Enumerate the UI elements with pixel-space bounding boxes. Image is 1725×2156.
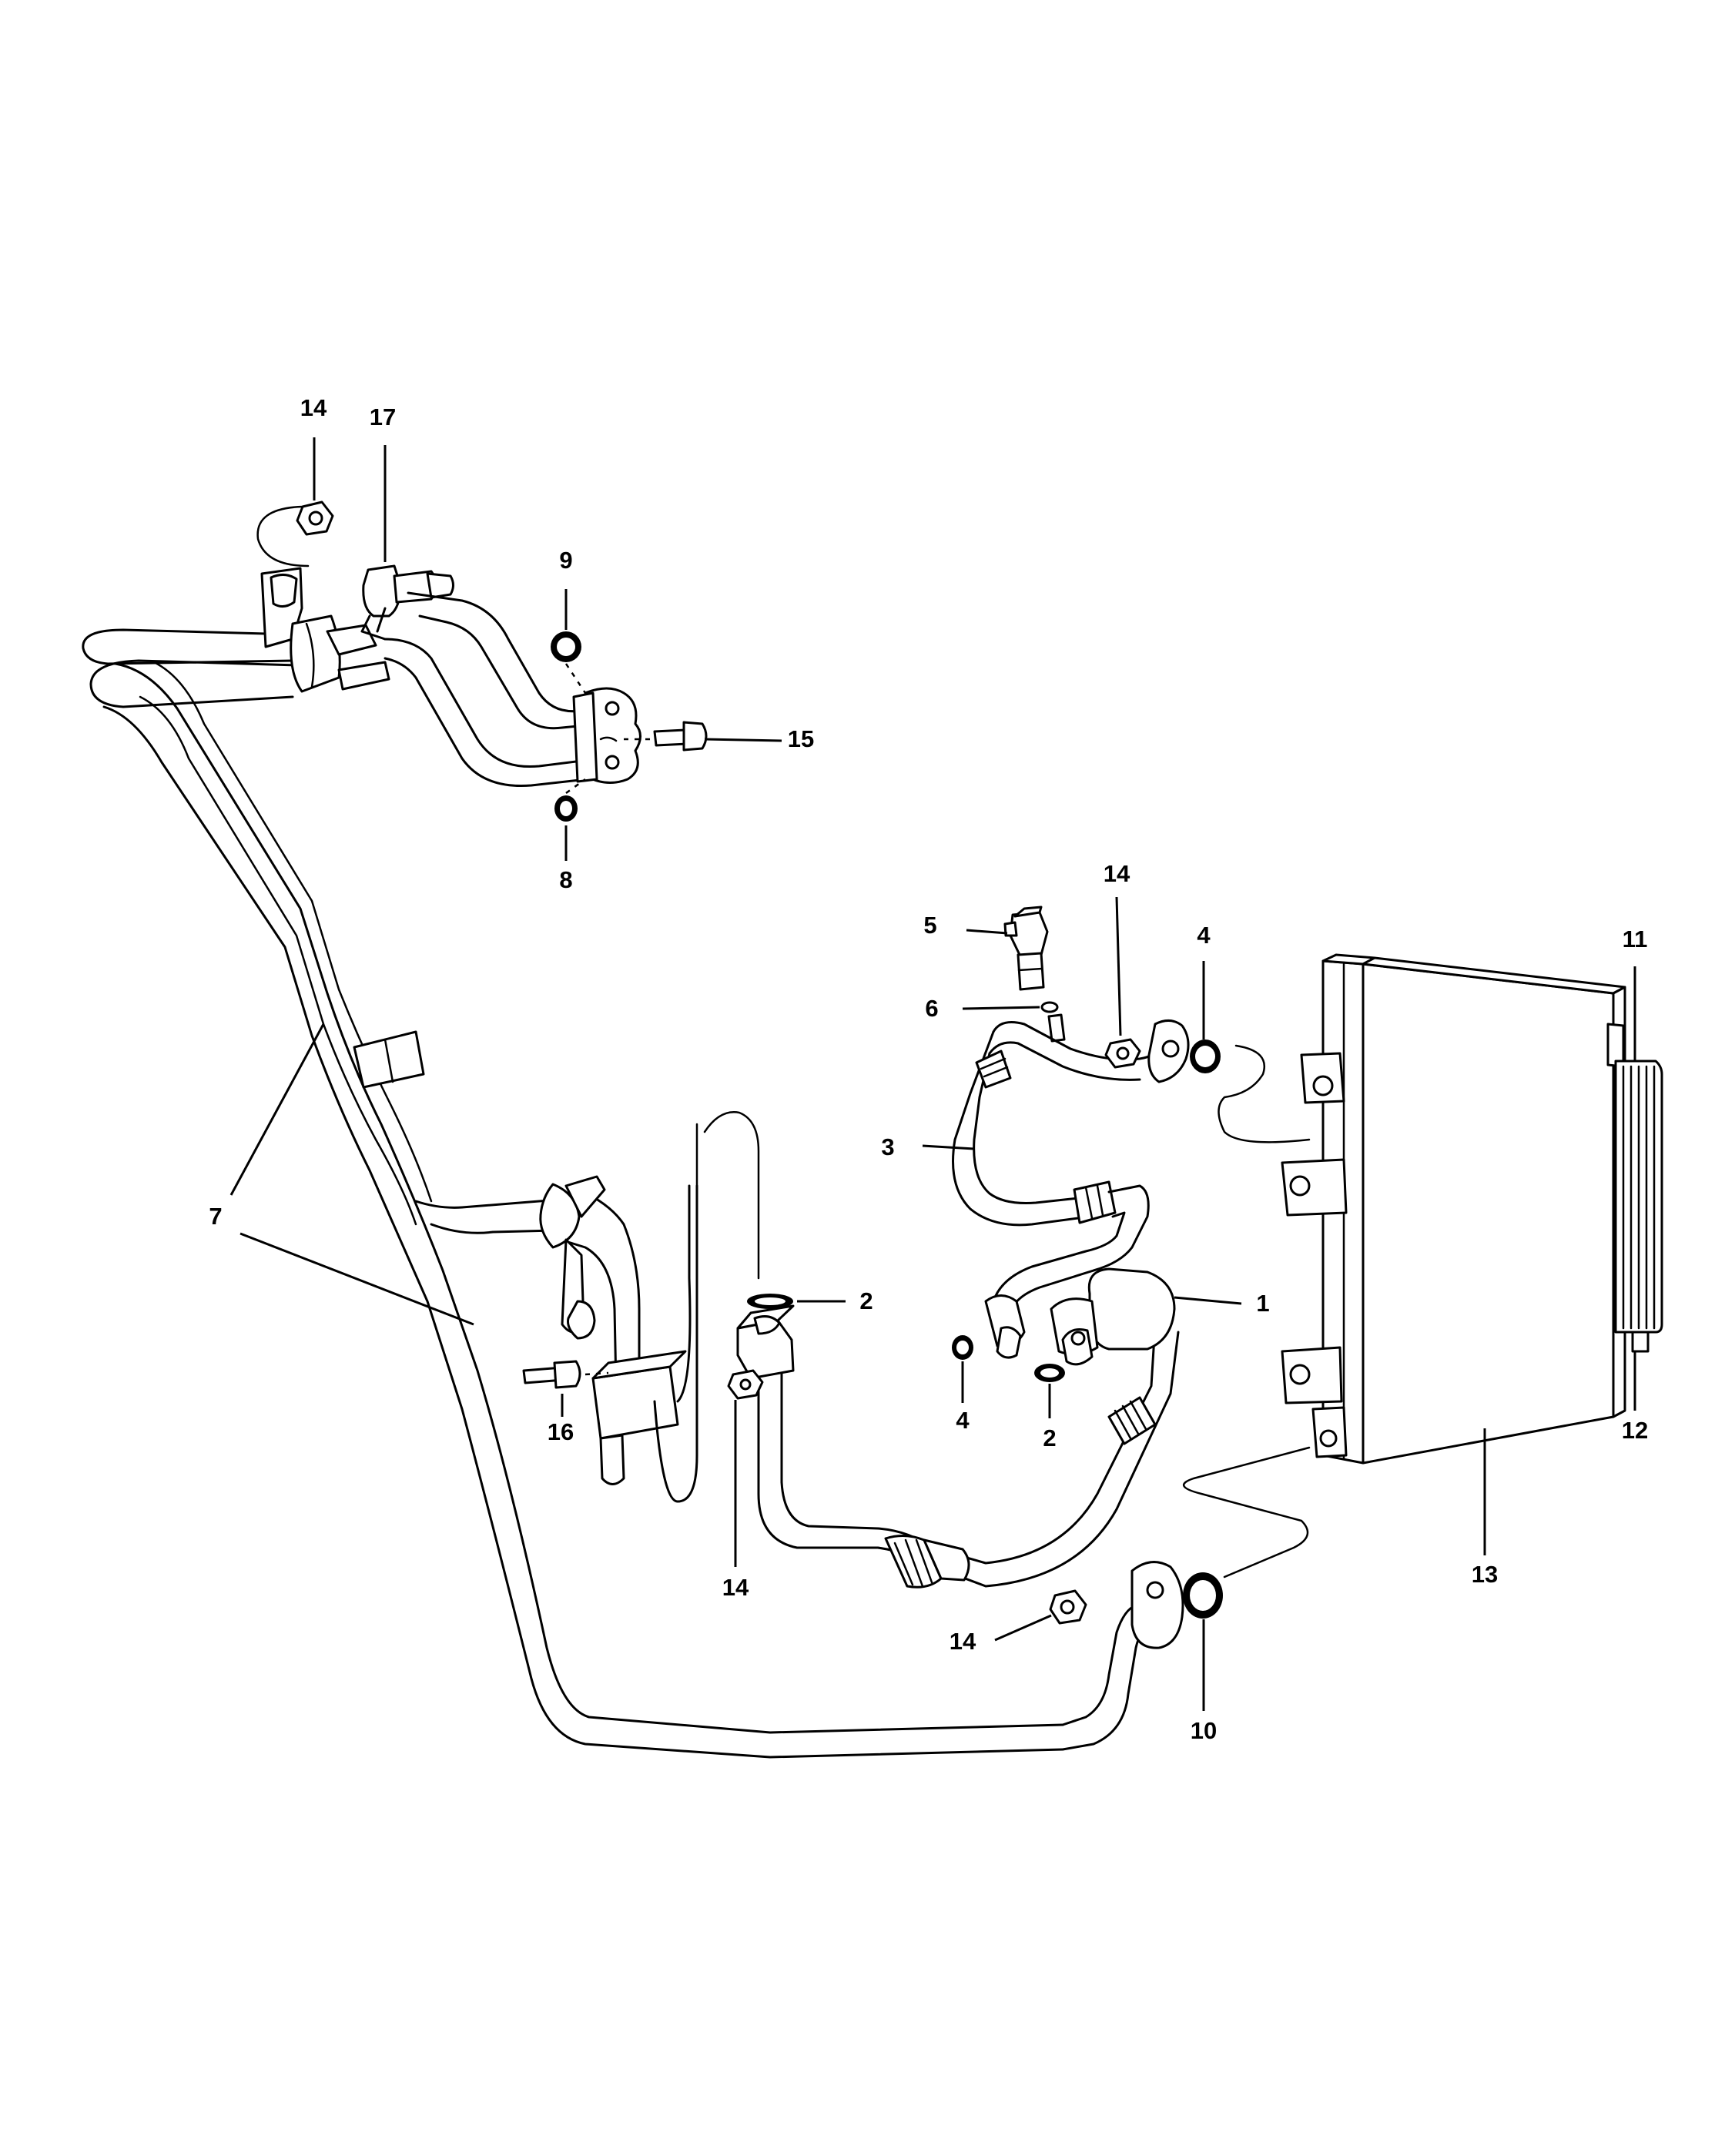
muffler-1 — [1050, 1267, 1176, 1366]
alignment-loop — [695, 1111, 760, 1280]
bolt-15 — [624, 721, 708, 752]
callout-17: 17 — [370, 403, 396, 430]
condenser-13 — [1281, 953, 1626, 1465]
o-ring-4-lower — [952, 1335, 973, 1360]
callout-14: 14 — [950, 1628, 976, 1655]
callout-6: 6 — [925, 995, 938, 1022]
callout-14: 14 — [300, 394, 327, 421]
o-ring-6 — [1040, 1001, 1059, 1013]
callout-12: 12 — [1622, 1417, 1648, 1444]
suction-line-branch — [414, 1175, 698, 1503]
lower-flange — [1061, 1561, 1184, 1751]
o-ring-2-upper — [747, 1294, 793, 1309]
upper-clip-block — [260, 567, 390, 693]
callout-16: 16 — [548, 1418, 574, 1445]
o-ring-2-lower — [1034, 1364, 1065, 1382]
pressure-fitting-17 — [360, 564, 454, 641]
callout-labels: 14 17 9 15 8 14 5 6 4 11 3 7 2 1 4 2 16 … — [209, 394, 1648, 1744]
callout-4: 4 — [1197, 922, 1211, 949]
callout-14: 14 — [722, 1574, 749, 1601]
callout-3: 3 — [881, 1133, 894, 1160]
o-ring-10 — [1183, 1446, 1311, 1619]
callout-11: 11 — [1623, 926, 1648, 952]
callout-2: 2 — [1043, 1424, 1056, 1451]
liquid-line-3 — [952, 1013, 1190, 1359]
o-ring-9 — [551, 631, 587, 694]
o-ring-8 — [554, 778, 586, 822]
callout-9: 9 — [559, 547, 572, 574]
callout-13: 13 — [1472, 1561, 1498, 1588]
nut-14-discharge — [727, 1369, 764, 1400]
nut-14-top — [256, 500, 334, 567]
nut-14-lower — [1049, 1589, 1087, 1625]
bolt-16 — [522, 1360, 609, 1417]
callout-7: 7 — [209, 1203, 222, 1230]
nut-14-right — [1104, 1038, 1141, 1069]
o-ring-4-upper — [1190, 1040, 1311, 1143]
discharge-line-assembly — [736, 1304, 1180, 1589]
receiver-drier-11-12 — [1614, 1060, 1663, 1353]
leader-lines — [229, 437, 1636, 1711]
callout-15: 15 — [788, 725, 814, 752]
pressure-switch-5 — [1003, 906, 1049, 991]
callout-4: 4 — [956, 1407, 970, 1434]
upper-line-to-block — [384, 591, 641, 788]
callout-10: 10 — [1191, 1717, 1217, 1744]
callout-14: 14 — [1104, 860, 1130, 887]
refrigerant-line-assembly-7 — [82, 628, 1064, 1759]
callout-5: 5 — [923, 912, 936, 939]
callout-1: 1 — [1256, 1290, 1269, 1317]
callout-8: 8 — [559, 866, 572, 893]
callout-2: 2 — [859, 1287, 873, 1314]
